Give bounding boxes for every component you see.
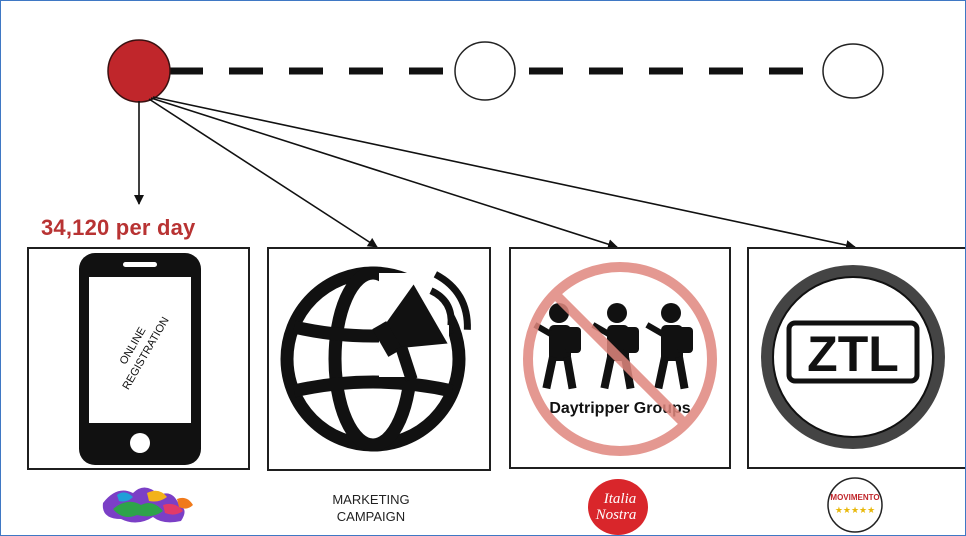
prohibition-sign: [523, 262, 717, 456]
panel-daytripper-groups: Daytripper Groups: [509, 247, 731, 469]
italia-nostra-logo: Italia Nostra: [588, 479, 648, 535]
hikers-icon: [533, 303, 693, 390]
no-group-hikers-icon: Daytripper Groups: [523, 262, 717, 456]
timeline: [107, 39, 884, 103]
marketing-campaign-caption: MARKETING CAMPAIGN: [291, 491, 451, 525]
movimento-text: MOVIMENTO: [830, 493, 879, 502]
registrations-count: 34,120 per day: [41, 215, 196, 240]
colorful-italy-logo: [102, 487, 193, 523]
panel-marketing-campaign: [267, 247, 491, 471]
arrows: [134, 96, 856, 251]
arrow-to-ztl: [152, 96, 856, 251]
panel-online-registration: ONLINE REGISTRATION: [27, 247, 250, 470]
marketing-caption-line2: CAMPAIGN: [336, 509, 406, 524]
smartphone-icon: ONLINE REGISTRATION: [79, 253, 201, 465]
timeline-node-active: [107, 39, 171, 103]
arrow-to-marketing: [148, 98, 378, 248]
movimento-logo: MOVIMENTO ★★★★★: [827, 477, 883, 533]
globe-megaphone-icon: [280, 266, 471, 452]
italia-nostra-line1: Italia: [603, 491, 637, 507]
italia-nostra-line2: Nostra: [595, 507, 637, 523]
panel-ztl: ZTL: [747, 247, 965, 469]
movimento-stars: ★★★★★: [835, 506, 875, 516]
ztl-sign-icon: ZTL: [761, 265, 945, 449]
daytripper-label: Daytripper Groups: [549, 400, 690, 417]
arrow-to-daytripper: [150, 97, 618, 250]
timeline-node-3: [822, 43, 884, 99]
marketing-caption-line1: MARKETING: [332, 492, 410, 507]
ztl-label: ZTL: [807, 326, 899, 382]
timeline-node-2: [454, 41, 516, 101]
